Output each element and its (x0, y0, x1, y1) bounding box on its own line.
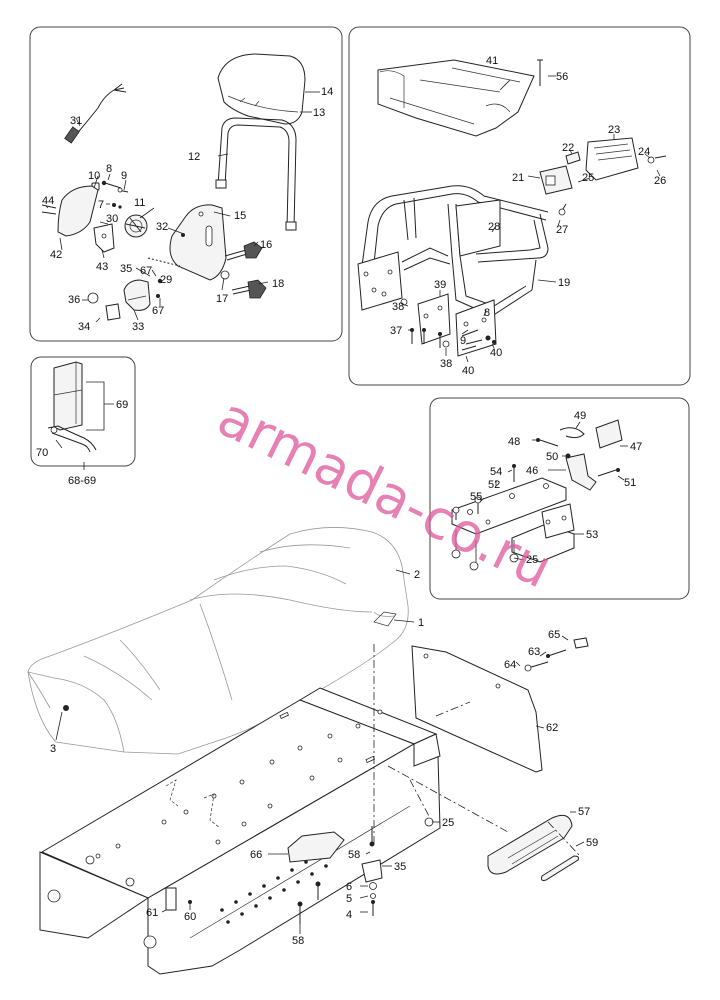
callout-51: 51 (624, 477, 636, 489)
callout-13: 13 (313, 107, 325, 119)
callout-25a: 25 (582, 172, 594, 184)
callout-6: 6 (346, 881, 352, 893)
callout-65: 65 (548, 629, 560, 641)
callout-43: 43 (96, 261, 108, 273)
callout-38a: 38 (392, 301, 404, 313)
callout-42: 42 (50, 249, 62, 261)
callout-labels: 14 13 12 31 10 8 9 7 11 44 30 32 15 42 4… (36, 55, 666, 947)
callout-17: 17 (216, 293, 228, 305)
callout-3: 3 (50, 743, 56, 755)
callout-24: 24 (638, 146, 650, 158)
callout-31: 31 (70, 115, 82, 127)
callout-55: 55 (470, 491, 482, 503)
callout-67a: 67 (140, 265, 152, 277)
callout-7: 7 (98, 199, 104, 211)
callout-66: 66 (250, 849, 262, 861)
chassis-assembly (39, 687, 441, 975)
callout-12: 12 (188, 151, 200, 163)
callout-48: 48 (508, 436, 520, 448)
callout-67b: 67 (152, 305, 164, 317)
callout-50: 50 (546, 451, 558, 463)
backrest-assembly (41, 53, 306, 321)
callout-40b: 40 (462, 365, 474, 377)
callout-54: 54 (490, 466, 502, 478)
seat-assembly (27, 527, 409, 755)
callout-58a: 58 (348, 849, 360, 861)
callout-4: 4 (346, 909, 352, 921)
rack-assembly (357, 59, 667, 357)
callout-25c: 25 (442, 817, 454, 829)
callout-58b: 58 (292, 935, 304, 947)
callout-18: 18 (272, 278, 284, 290)
callout-70: 70 (36, 447, 48, 459)
backrest-panel (29, 26, 343, 342)
callout-26: 26 (654, 175, 666, 187)
assembly-lines (373, 644, 581, 857)
callout-60: 60 (184, 911, 196, 923)
callout-35b: 35 (394, 861, 406, 873)
flap-assembly (411, 637, 589, 881)
callout-64: 64 (504, 659, 516, 671)
callout-40a: 40 (490, 347, 502, 359)
callout-47: 47 (630, 441, 642, 453)
rack-panel (348, 26, 691, 386)
callout-14: 14 (321, 86, 333, 98)
callout-21: 21 (512, 172, 524, 184)
callout-33: 33 (132, 321, 144, 333)
callout-28: 28 (488, 221, 500, 233)
callout-52: 52 (488, 479, 500, 491)
storage-assembly (47, 361, 97, 453)
callout-15: 15 (234, 210, 246, 222)
bracket-assembly (451, 419, 623, 571)
callout-19: 19 (558, 277, 570, 289)
callout-30: 30 (106, 213, 118, 225)
callout-39: 39 (434, 279, 446, 291)
callout-59: 59 (586, 837, 598, 849)
leader-lines (45, 75, 661, 934)
callout-36: 36 (68, 294, 80, 306)
bracket-panel (429, 397, 690, 600)
callout-22: 22 (562, 142, 574, 154)
callout-49: 49 (574, 410, 586, 422)
callout-25b: 25 (526, 554, 538, 566)
callout-63: 63 (528, 646, 540, 658)
callout-53: 53 (586, 529, 598, 541)
callout-5: 5 (346, 893, 352, 905)
callout-8a: 8 (106, 163, 112, 175)
callout-8b: 8 (484, 307, 490, 319)
callout-57: 57 (578, 806, 590, 818)
callout-38b: 38 (440, 358, 452, 370)
callout-2: 2 (414, 569, 420, 581)
callout-41: 41 (486, 55, 498, 67)
callout-9a: 9 (121, 170, 127, 182)
callout-44: 44 (42, 195, 54, 207)
callout-29: 29 (160, 274, 172, 286)
callout-27: 27 (556, 224, 568, 236)
callout-69: 69 (116, 399, 128, 411)
callout-1: 1 (418, 617, 424, 629)
callout-9b: 9 (460, 335, 466, 347)
storage-panel (30, 356, 136, 467)
callout-32: 32 (156, 221, 168, 233)
callout-62: 62 (546, 722, 558, 734)
callout-61: 61 (146, 907, 158, 919)
callout-16: 16 (260, 239, 272, 251)
callout-11: 11 (134, 197, 145, 209)
callout-34: 34 (78, 321, 90, 333)
callout-35a: 35 (120, 263, 132, 275)
callout-23: 23 (608, 124, 620, 136)
callout-46: 46 (526, 465, 538, 477)
callout-37: 37 (390, 325, 402, 337)
callout-10: 10 (88, 170, 100, 182)
callout-56: 56 (556, 71, 568, 83)
group-label-68-69: 68-69 (68, 475, 96, 487)
